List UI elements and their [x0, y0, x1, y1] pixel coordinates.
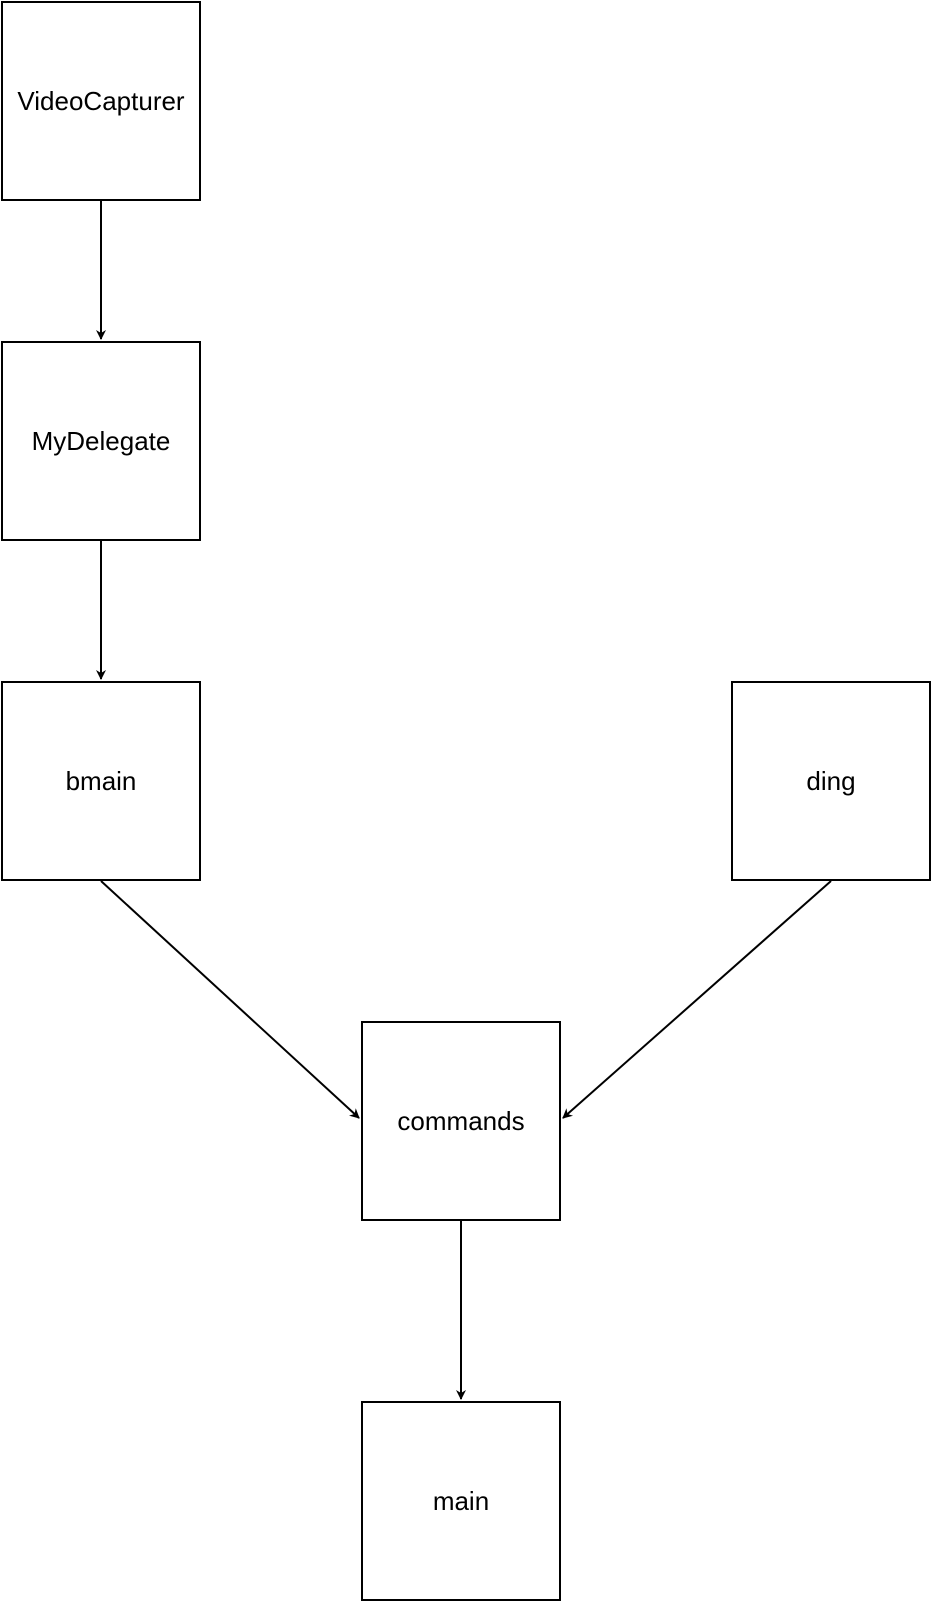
node-ding[interactable]: ding — [731, 681, 931, 881]
node-label: commands — [397, 1105, 525, 1136]
node-label: VideoCapturer — [17, 85, 185, 116]
node-label: MyDelegate — [31, 425, 171, 456]
node-label: ding — [806, 765, 856, 796]
edge-bmain-to-commands — [100, 880, 360, 1119]
node-mydelegate[interactable]: MyDelegate — [1, 341, 201, 541]
node-bmain[interactable]: bmain — [1, 681, 201, 881]
node-videocapturer[interactable]: VideoCapturer — [1, 1, 201, 201]
edge-ding-to-commands — [562, 880, 832, 1119]
node-label: bmain — [65, 765, 137, 796]
node-main[interactable]: main — [361, 1401, 561, 1601]
node-commands[interactable]: commands — [361, 1021, 561, 1221]
node-label: main — [432, 1485, 490, 1516]
